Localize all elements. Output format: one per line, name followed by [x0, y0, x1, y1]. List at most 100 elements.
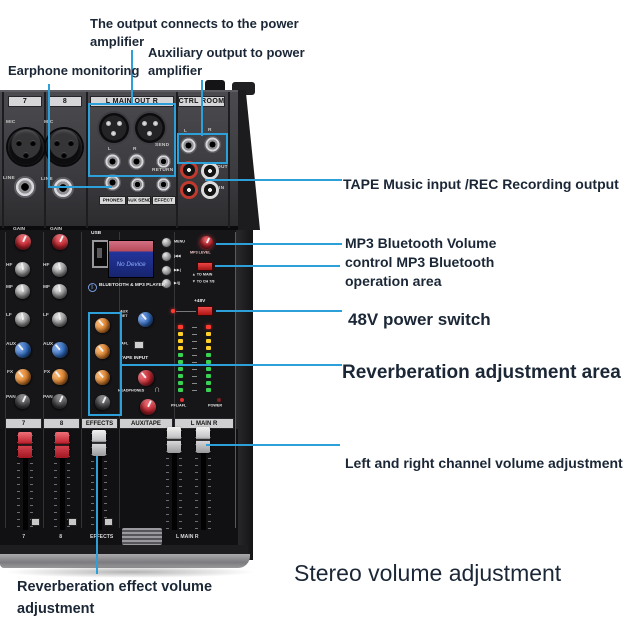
line-label: LINE	[41, 177, 53, 182]
channel7-fader	[17, 432, 33, 530]
line-input-jack	[52, 177, 74, 199]
xlr-hole	[68, 140, 74, 146]
gain-label: GAIN	[50, 227, 62, 232]
tape-input-label: TAPE INPUT	[120, 356, 149, 361]
headphones-label: HEADPHONES	[118, 389, 145, 393]
strip-divider	[81, 232, 82, 528]
lf-label: LF	[43, 313, 49, 318]
scale-tick	[192, 334, 197, 335]
ctrl-r-label: R	[208, 128, 212, 133]
scale-tick	[192, 341, 197, 342]
leader-line-mp3-level	[216, 243, 342, 245]
prev-track-button	[162, 252, 171, 261]
fader-bottom-label-7: 7	[22, 534, 26, 540]
meter-led	[178, 353, 183, 357]
fader-cap	[55, 432, 69, 458]
xlr-pin	[106, 121, 111, 126]
effects-fader	[91, 430, 107, 530]
effect-panel-label: EFFECT	[152, 196, 176, 205]
return-jack	[156, 177, 171, 192]
lcd-screen-text: No Device	[116, 261, 146, 268]
ctrl-l-label: L	[184, 129, 188, 134]
phantom-led	[171, 309, 175, 313]
meter-led	[178, 381, 183, 385]
fx-label: FX	[7, 370, 14, 375]
xlr-hole	[23, 152, 29, 158]
lf-label: LF	[6, 313, 12, 318]
channel8-strip-label: 8	[48, 96, 82, 107]
xlr-pin	[111, 131, 116, 136]
afl-button	[134, 341, 144, 349]
xlr-pin	[142, 121, 147, 126]
xlr-hole	[30, 140, 36, 146]
meter-led	[206, 332, 211, 336]
fader-bottom-label-8: 8	[59, 534, 63, 540]
vu-meter-left	[178, 325, 183, 392]
tape-out-rca-red	[183, 164, 195, 176]
xlr-pin	[153, 121, 158, 126]
power-label: POWER	[208, 404, 223, 408]
xlr-input-jack	[46, 129, 82, 165]
menu-button-label: MENU	[174, 240, 185, 244]
aux-label: AUX	[6, 342, 17, 347]
grip-ridges	[122, 528, 162, 545]
scale-tick	[192, 369, 197, 370]
panel-divider	[2, 92, 4, 228]
bluetooth-icon: ᛒ	[88, 283, 97, 292]
annotation-48v: 48V power switch	[348, 310, 491, 329]
fader-cap	[18, 432, 32, 458]
annotation-earphone: Earphone monitoring	[8, 63, 140, 78]
fader-bottom-label-main: L MAIN R	[175, 534, 199, 540]
mixer-side-top	[238, 90, 260, 230]
bluetooth-mp3-title: BLUETOOTH & MP3 PLAYER	[99, 283, 166, 288]
strip-divider	[235, 232, 236, 528]
fader-bottom-label-effects: EFFECTS	[90, 534, 114, 540]
main-l-fader	[166, 427, 182, 530]
channel8-fader	[54, 432, 70, 530]
ctrl-room-r-jack	[204, 136, 221, 153]
meter-led	[206, 374, 211, 378]
ctrl-room-l-jack	[180, 137, 197, 154]
meter-led	[206, 346, 211, 350]
hf-label: HF	[43, 263, 50, 268]
leader-line-tape	[205, 179, 342, 181]
fx-label: FX	[44, 370, 51, 375]
annotation-output-power: The output connects to the power amplifi…	[90, 16, 299, 49]
meter-led	[178, 374, 183, 378]
mf-label: MF	[6, 285, 13, 290]
send-jack	[156, 154, 171, 169]
tape-in-rca-red	[183, 184, 195, 196]
mp3-lcd-screen: No Device	[108, 240, 154, 278]
leader-line-lr-volume	[206, 444, 340, 446]
leader-line-main-out	[131, 50, 133, 105]
prev-track-icon: |◀◀	[174, 254, 181, 259]
meter-led	[178, 367, 183, 371]
main-r-label: R	[133, 147, 137, 152]
phantom-48v-label: +48V	[194, 299, 206, 304]
fader-strip-label-7: 7	[5, 418, 42, 429]
usb-port	[92, 240, 109, 268]
scale-tick	[192, 390, 197, 391]
phantom-power-switch	[197, 306, 213, 316]
xlr-hole	[54, 140, 60, 146]
mute-button	[31, 518, 40, 526]
annotation-aux-output: Auxiliary output to power amplifier	[148, 45, 305, 78]
leader-line-reverb	[120, 364, 342, 366]
meter-led	[206, 381, 211, 385]
play-pause-icon: ▶/||	[174, 281, 180, 286]
panel-divider	[86, 92, 88, 228]
usb-label: USB	[91, 231, 102, 236]
mute-button	[104, 518, 113, 526]
highlight-box-effects	[88, 312, 122, 416]
highlight-box-ctrl-room	[177, 133, 228, 164]
route-to-main-label: ▲ TO MAIN	[192, 273, 213, 277]
xlr-pin	[147, 131, 152, 136]
xlr-hole	[61, 152, 67, 158]
menu-button	[162, 238, 171, 247]
tape-in-rca-white	[204, 184, 216, 196]
fader-cap	[92, 430, 106, 456]
gain-label: GAIN	[13, 227, 25, 232]
xlr-pin	[117, 121, 122, 126]
fader-cap	[196, 427, 210, 453]
